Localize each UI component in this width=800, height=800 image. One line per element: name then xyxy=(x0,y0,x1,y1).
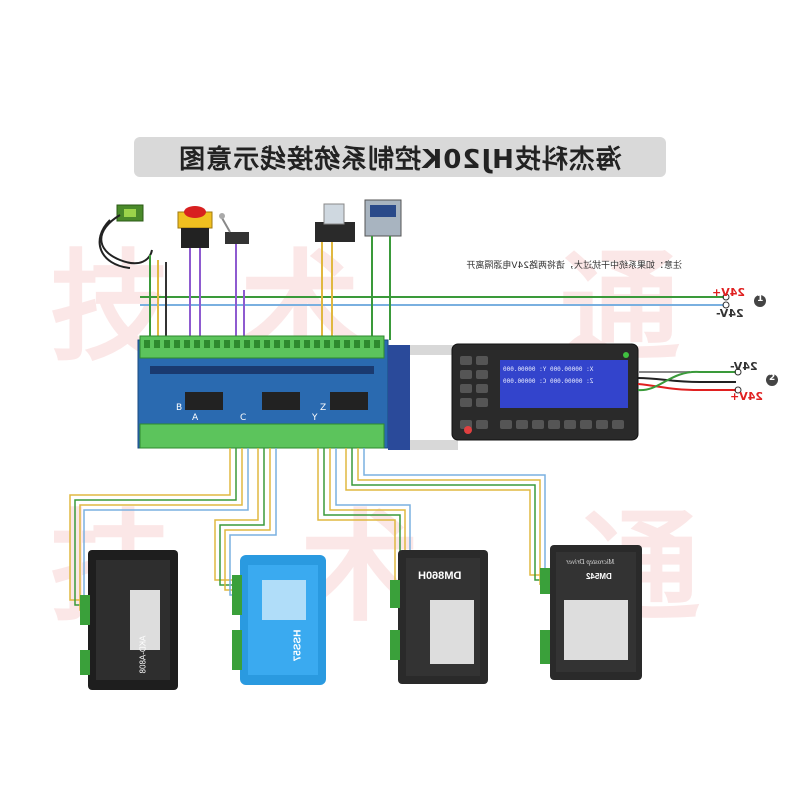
driver-hss57 xyxy=(232,555,326,685)
lcd-line-1: X: 00000.000 Y: 00000.000 xyxy=(503,366,594,373)
limit-switch xyxy=(219,213,249,270)
io-board xyxy=(137,335,389,449)
top-terminals xyxy=(144,340,380,348)
board-label-y: Y xyxy=(311,413,318,423)
driver-dm860h xyxy=(390,550,488,684)
driver-3-model: DM860H xyxy=(418,570,462,582)
power-2-index: 2 xyxy=(769,373,776,383)
ribbon-cable xyxy=(388,345,458,450)
solid-state-relay xyxy=(364,199,402,292)
power-1-index: 1 xyxy=(757,294,764,304)
hj20k-controller xyxy=(451,343,639,441)
driver-2-model: HSS57 xyxy=(292,629,304,662)
power-supply-2-badge xyxy=(766,374,778,386)
power-2-minus-label: 24V- xyxy=(730,360,758,373)
power-supply-1-badge xyxy=(754,295,766,307)
driver-4-brand: Microstep Driver xyxy=(566,558,615,566)
relay xyxy=(315,203,355,290)
proximity-sensor xyxy=(98,204,153,269)
power-2-plus-label: 24V+ xyxy=(730,390,764,403)
board-label-c: C xyxy=(240,413,246,423)
board-label-a: A xyxy=(192,413,199,423)
power-1-minus-label: 24V- xyxy=(716,307,744,320)
lcd-line-2: Z: 00000.000 C: 00000.000 xyxy=(503,378,594,385)
emergency-stop-button xyxy=(177,206,213,270)
driver-akd-a808 xyxy=(80,550,178,690)
driver-dm542 xyxy=(540,545,642,680)
board-label-b: B xyxy=(176,403,182,413)
board-label-z: Z xyxy=(320,403,326,413)
driver-1-model: AKD-A808 xyxy=(138,635,148,674)
driver-4-model: DM542 xyxy=(586,572,612,581)
lcd-screen xyxy=(500,360,628,408)
power-1-plus-label: 24V+ xyxy=(712,286,746,299)
